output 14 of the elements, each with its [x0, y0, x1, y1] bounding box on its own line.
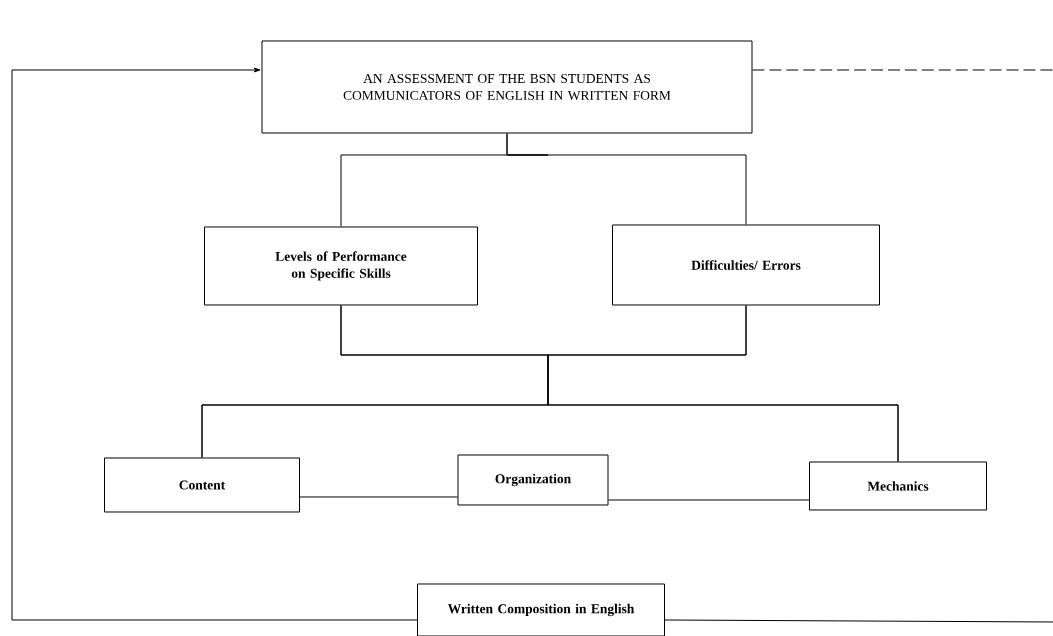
- process-box: Difficulties/ Errors: [612, 224, 880, 306]
- connector-line: [299, 496, 458, 498]
- process-box: Written Composition in English: [417, 583, 665, 636]
- connector-line: [547, 305, 899, 462]
- process-box: Organization: [457, 454, 609, 506]
- process-box: Mechanics: [809, 461, 987, 511]
- arrow: [11, 67, 418, 621]
- process-box: AN ASSESSMENT OF THE BSN STUDENTS AS COMMUNICATORS OF ENGLISH IN WRITTEN FORM: [261, 40, 753, 134]
- process-box: Levels of Performance on Specific Skills: [204, 226, 478, 306]
- connector-line: [752, 69, 1053, 71]
- process-box: Content: [104, 457, 300, 513]
- connector-line: [664, 619, 1053, 623]
- connector-line: [608, 499, 810, 501]
- connector-line: [506, 133, 747, 225]
